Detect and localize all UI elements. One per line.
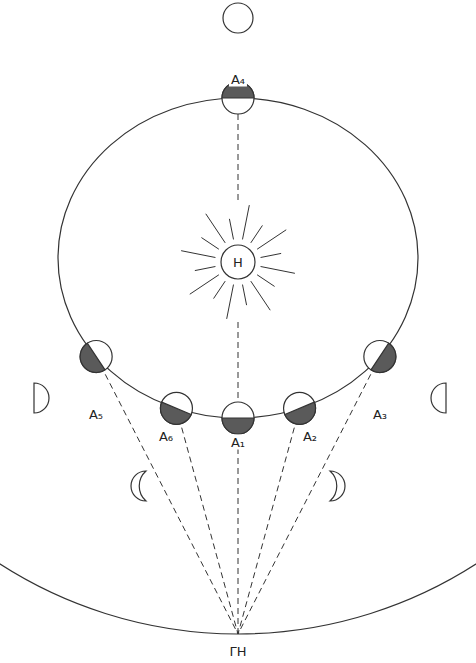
sun-ray [229,219,233,240]
venus-disc [222,82,254,114]
sun-ray [214,281,226,298]
venus-orbit [58,98,418,418]
sight-lines [96,114,380,634]
venus-disc [364,341,396,373]
venus-disc [222,402,254,434]
venus-shadow [160,402,191,424]
full-phase [223,3,253,33]
position-label: Α₆ [157,429,175,444]
position-label: Α₃ [371,407,389,422]
sun-ray [181,251,215,258]
sun-ray [242,285,246,306]
venus-disc [80,341,112,373]
sun-ray [261,253,282,257]
position-label: Α₂ [301,429,319,444]
sun-letter: Η [220,255,256,270]
venus-shadow [80,343,105,372]
sight-line [96,357,238,634]
sight-line [238,114,239,202]
sun-ray [206,214,225,243]
sight-line [238,408,300,634]
sight-line [238,418,239,634]
sight-line [238,357,380,634]
sun-circle: Η [220,244,256,280]
sun-ray [195,266,216,270]
crescent-phase [330,471,345,501]
venus-disc [284,392,316,424]
crescent-phase [131,471,146,501]
sun-ray [227,285,234,319]
venus-shadow [222,418,254,434]
sun-ray [257,230,286,249]
half-phase [34,383,49,413]
phase-icons [34,3,446,501]
sun-ray [251,281,270,310]
earth-label: ΓΗ [227,644,248,659]
sun-ray [201,238,218,250]
position-label: Α₄ [229,72,247,87]
venus-shadow [285,402,316,424]
position-label: Α₅ [87,407,105,422]
half-phase [431,383,446,413]
sun-rays [181,205,295,319]
sun-ray [257,275,274,287]
position-label: Α₁ [229,435,247,450]
sun-ray [242,205,249,239]
sun-ray [251,225,263,242]
sun-ray [261,266,295,273]
venus-shadow [371,343,396,372]
sight-line [238,322,239,402]
sun-ray [190,275,219,294]
venus-disc [160,392,192,424]
